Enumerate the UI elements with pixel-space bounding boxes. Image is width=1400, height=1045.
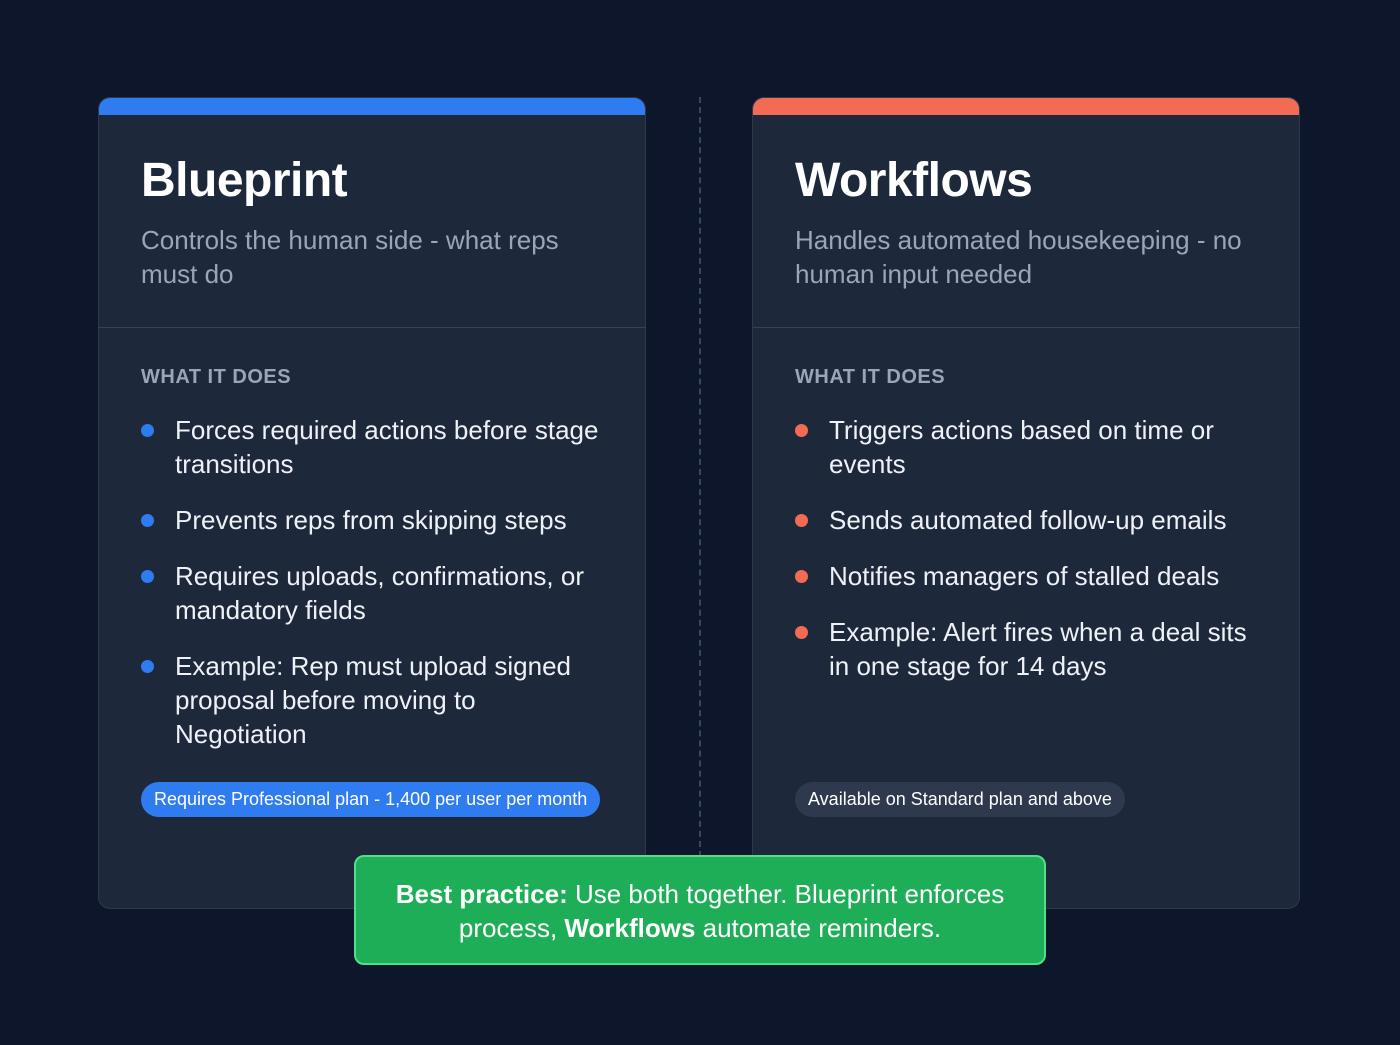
best-practice-callout: Best practice: Use both together. Bluepr… xyxy=(354,855,1046,965)
bullet-dot-icon xyxy=(795,424,808,437)
list-item: Notifies managers of stalled deals xyxy=(795,559,1257,593)
bullet-dot-icon xyxy=(795,626,808,639)
workflows-subtitle: Handles automated housekeeping - no huma… xyxy=(795,225,1242,289)
blueprint-body: WHAT IT DOES Forces required actions bef… xyxy=(99,328,645,751)
blueprint-title: Blueprint xyxy=(141,154,348,207)
callout-text-end: automate reminders. xyxy=(695,913,942,943)
list-item: Example: Rep must upload signed proposal… xyxy=(141,649,603,751)
blueprint-header: Blueprint Controls the human side - what… xyxy=(99,115,645,328)
list-item: Prevents reps from skipping steps xyxy=(141,503,603,537)
list-item: Sends automated follow-up emails xyxy=(795,503,1257,537)
workflows-header: Workflows Handles automated housekeeping… xyxy=(753,115,1299,328)
workflows-list: Triggers actions based on time or events… xyxy=(795,413,1257,683)
dashed-divider xyxy=(699,97,701,857)
blueprint-card: Blueprint Controls the human side - what… xyxy=(98,97,646,909)
bullet-dot-icon xyxy=(795,570,808,583)
callout-bold: Workflows xyxy=(564,913,696,943)
list-item: Triggers actions based on time or events xyxy=(795,413,1257,481)
list-item: Requires uploads, confirmations, or mand… xyxy=(141,559,603,627)
list-item: Forces required actions before stage tra… xyxy=(141,413,603,481)
workflows-plan-badge: Available on Standard plan and above xyxy=(795,782,1125,817)
callout-lead: Best practice: xyxy=(395,879,568,909)
blueprint-subtitle: Controls the human side - what reps must… xyxy=(141,225,559,289)
bullet-dot-icon xyxy=(141,514,154,527)
workflows-accent-bar xyxy=(753,98,1299,115)
blueprint-plan-badge: Requires Professional plan - 1,400 per u… xyxy=(141,782,601,817)
workflows-title: Workflows xyxy=(795,154,1033,207)
bullet-dot-icon xyxy=(795,514,808,527)
workflows-section-label: WHAT IT DOES xyxy=(795,366,946,388)
blueprint-list: Forces required actions before stage tra… xyxy=(141,413,603,751)
blueprint-accent-bar xyxy=(99,98,645,115)
bullet-dot-icon xyxy=(141,570,154,583)
list-item: Example: Alert fires when a deal sits in… xyxy=(795,615,1257,683)
callout-text: Use both together. Blueprint enforces pr… xyxy=(458,879,1005,943)
workflows-body: WHAT IT DOES Triggers actions based on t… xyxy=(753,328,1299,683)
bullet-dot-icon xyxy=(141,424,154,437)
bullet-dot-icon xyxy=(141,660,154,673)
blueprint-section-label: WHAT IT DOES xyxy=(141,366,292,388)
workflows-card: Workflows Handles automated housekeeping… xyxy=(752,97,1300,909)
